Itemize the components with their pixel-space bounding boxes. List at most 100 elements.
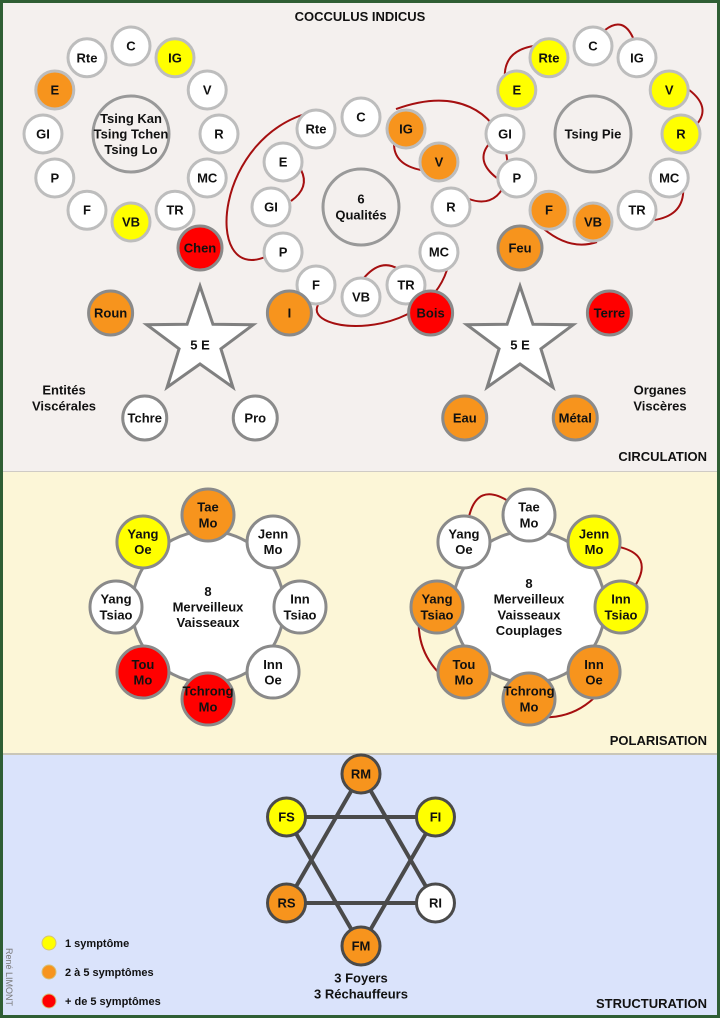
star-organes-node-terre-circle [585,289,633,337]
mv-right-node-yang-tsiao-label: Yang [421,592,452,607]
ring-tsing-pie-node-f-label: F [545,203,553,218]
ring-tsing-kan-node-vb-label: VB [122,215,140,230]
ring-tsing-pie-node-p-label: P [512,171,521,186]
ring-tsing-pie-node-v-label: V [665,83,674,98]
mv-right-node-yang-oe [436,514,492,570]
ring-tsing-kan-node-c-circle [110,25,152,67]
section-label-structuration: STRUCTURATION [596,996,707,1011]
star-entites-node-chen-circle [176,224,224,272]
mv-left-node-yang-oe [115,514,171,570]
mv-left-node-tchrong-mo-label: Mo [199,699,218,714]
star-organes-node-eau-circle [441,394,489,442]
star-organes-node-feu [496,224,544,272]
ring-6-qualites-node-c [340,96,382,138]
hexagram-node-rm-label: RM [351,767,371,782]
mv-right-node-tchrong-mo-label: Tchrong [503,684,554,699]
hexagram-node-fm-circle [340,925,382,967]
mv-right-node-tou-mo-label: Tou [453,657,476,672]
hexagram-node-rm-circle [340,753,382,795]
ring-tsing-pie-node-tr-circle [616,189,658,231]
mv-left-center-label: Vaisseaux [177,615,241,630]
hexagram-node-ri-circle [414,882,456,924]
mv-left-node-tchrong-mo-circle [180,671,236,727]
link-rte-p [225,110,317,261]
ring-6-qualites-node-gi-circle [250,186,292,228]
link-rte-e [503,44,536,75]
star-organes-node-feu-circle [496,224,544,272]
hexagram-triangle-down [283,815,439,951]
ring-tsing-pie-center-label: Tsing Pie [565,127,622,142]
ring-6-qualites-node-ig-label: IG [399,122,413,137]
ring-6-qualites-node-tr [385,264,427,306]
ring-tsing-kan-node-rte-circle [66,37,108,79]
hexagram-node-ri [414,882,456,924]
mv-right-node-jenn-mo [566,514,622,570]
star-organes-caption: Organes [634,383,687,398]
ring-tsing-pie-node-gi [484,113,526,155]
mv-left-node-jenn-mo-label: Jenn [258,527,288,542]
star-organes-star [462,281,578,392]
ring-tsing-kan-node-mc [186,157,228,199]
mv-right-node-yang-tsiao-circle [409,579,465,635]
ring-6-qualites-node-mc-circle [418,231,460,273]
mv-right-node-inn-tsiao-circle [593,579,649,635]
ring-tsing-pie-node-r-label: R [676,127,686,142]
ring-6-qualites-node-tr-label: TR [397,277,415,292]
star-entites-node-chen [176,224,224,272]
ring-tsing-kan-center-circle [91,94,171,174]
ring-6-qualites-node-v-label: V [435,155,444,170]
ring-6-qualites-node-vb-circle [340,276,382,318]
link-gi-p [482,143,498,179]
hexagram-node-fs-circle [266,796,308,838]
ring-6-qualites-node-vb [340,276,382,318]
ring-6-qualites-node-c-label: C [356,110,366,125]
ring-6-qualites-node-mc [418,231,460,273]
mv-left-node-yang-tsiao [88,579,144,635]
star-organes-node-métal-label: Métal [559,411,592,426]
mv-right-node-tchrong-mo [501,671,557,727]
hexagram-triangle-up [283,769,439,905]
mv-left-node-tae-mo-circle [180,487,236,543]
mv-left-node-tae-mo-label: Tae [197,500,218,515]
link-mc-tr [652,191,685,222]
legend-swatch-red [41,993,57,1009]
ring-6-qualites-node-f-circle [295,264,337,306]
hexagram-node-rm [340,753,382,795]
mv-right-node-tae-mo [501,487,557,543]
mv-left-node-jenn-mo-circle [245,514,301,570]
ring-6-qualites-node-r-label: R [446,200,456,215]
mv-left-center-label: 8 [204,584,211,599]
ring-tsing-pie-node-ig-label: IG [630,50,644,65]
ring-tsing-kan-node-p-circle [34,157,76,199]
ring-tsing-kan-node-c [110,25,152,67]
ring-tsing-kan-node-f-circle [66,189,108,231]
mv-right-link [615,545,643,590]
star-organes-node-bois-label: Bois [417,305,445,320]
ring-tsing-kan-node-tr-label: TR [166,203,184,218]
ring-tsing-pie-node-e-label: E [512,83,521,98]
star-organes-node-bois [407,289,455,337]
ring-tsing-pie-node-gi-circle [484,113,526,155]
ring-6-qualites-node-p-label: P [279,245,288,260]
ring-tsing-pie-node-e-circle [496,69,538,111]
star-entites-node-roun-circle [87,289,135,337]
mv-right-node-tou-mo-label: Mo [455,672,474,687]
star-entites-caption: Entités [42,383,85,398]
mv-right-node-yang-oe-label: Yang [448,527,479,542]
mv-left-node-tchrong-mo [180,671,236,727]
link-ig-v [392,143,422,171]
mv-left-node-tae-mo-label: Mo [199,515,218,530]
mv-left-node-inn-tsiao-label: Tsiao [284,607,317,622]
ring-6-qualites-node-p [262,231,304,273]
ring-6-qualites-node-v-circle [418,141,460,183]
ring-6-qualites-node-c-circle [340,96,382,138]
hexagram-node-fi-circle [414,796,456,838]
star-entites-node-pro-label: Pro [244,411,266,426]
mv-right-node-yang-tsiao-label: Tsiao [421,607,454,622]
mv-right-node-yang-oe-label: Oe [455,542,472,557]
mv-left-node-jenn-mo-label: Mo [264,542,283,557]
ring-tsing-kan-node-f-label: F [83,203,91,218]
link-e-gi [290,169,305,202]
mv-left-node-inn-tsiao [272,579,328,635]
ring-6-qualites-node-mc-label: MC [429,245,450,260]
